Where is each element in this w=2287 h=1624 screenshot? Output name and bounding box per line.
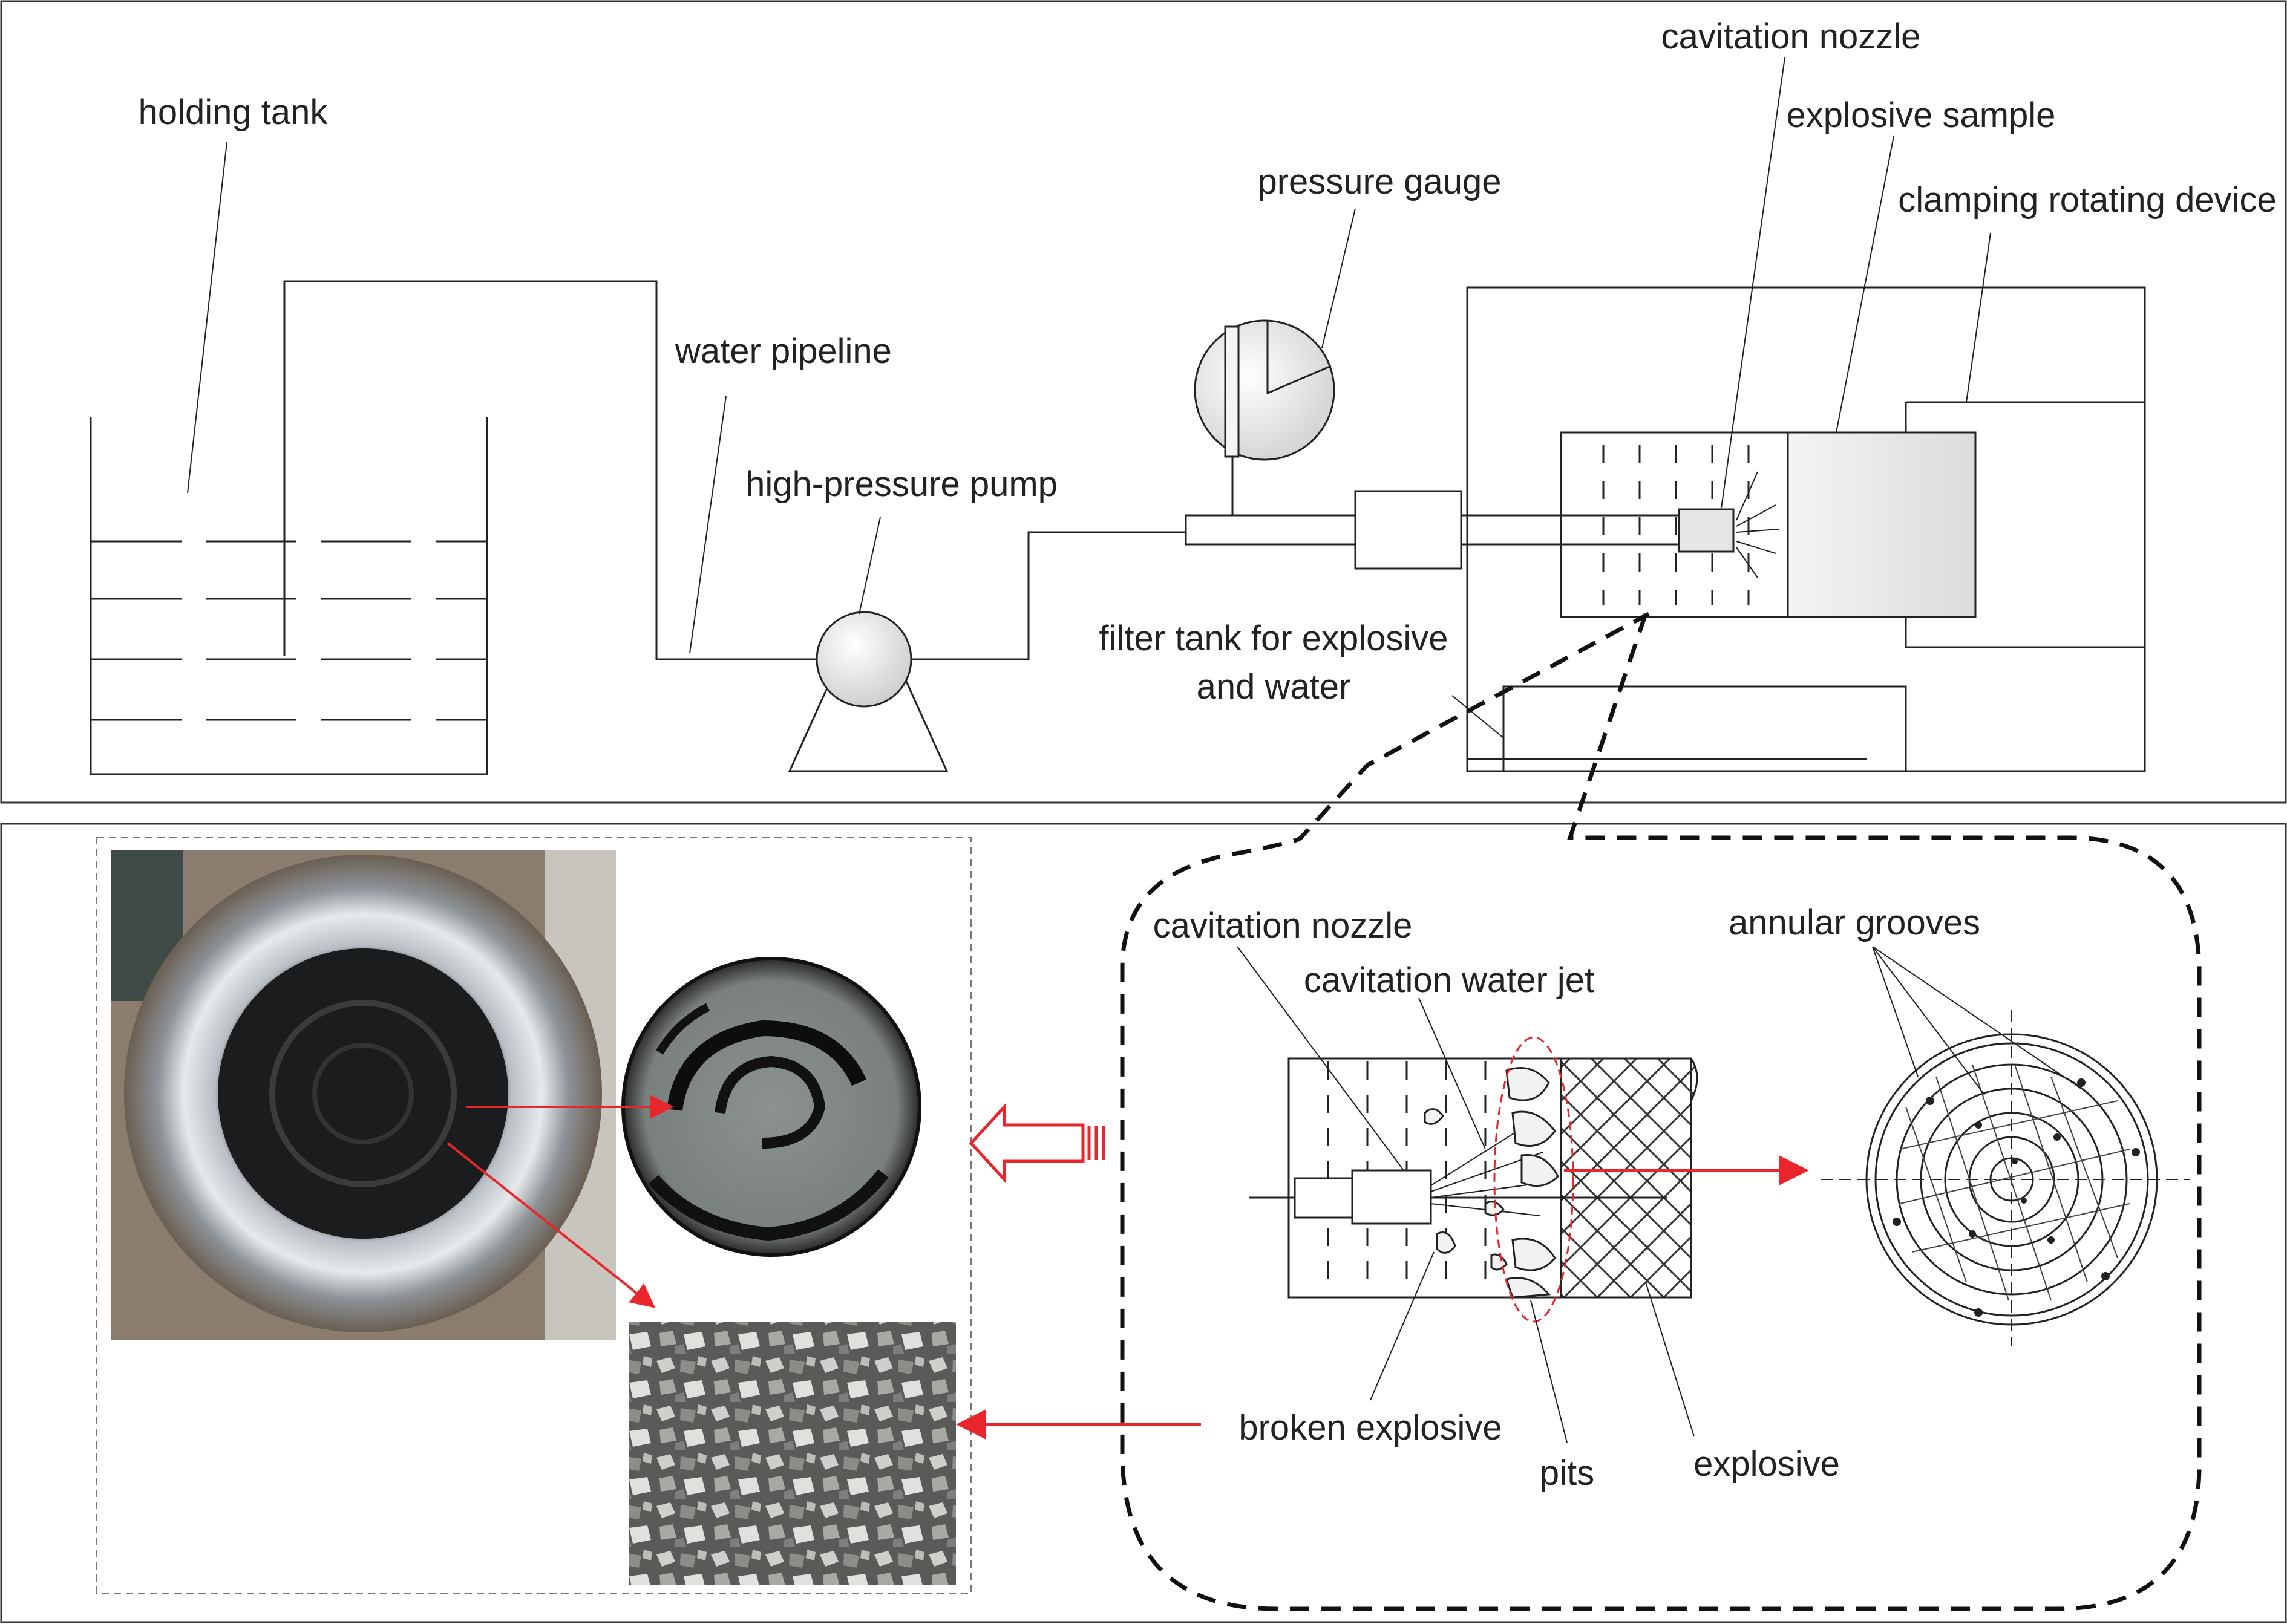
label-filter-tank-line1: filter tank for explosive [1099,619,1448,658]
photo-box [96,837,972,1594]
feed-pipe [1185,490,1680,570]
explosive-sample [1787,431,1977,618]
label-high-pressure-pump: high-pressure pump [745,465,1058,504]
water-pipeline [283,280,817,660]
pump-leader [859,517,881,615]
water-pipeline-leader [689,396,727,654]
detail-explosive [1560,1057,1698,1299]
label-annular-grooves: annular grooves [1729,903,1980,942]
holding-tank-leader [187,142,227,494]
pressure-gauge-leader [1321,208,1356,348]
label-broken-explosive: broken explosive [1238,1408,1502,1447]
annular-grooves-view [1821,1010,2190,1346]
photo-sample-holder [111,850,616,1340]
filter-tank [1467,685,1907,771]
photo-eroded-disk [621,957,921,1257]
nozzle-chamber [1560,431,1789,618]
label-pressure-gauge: pressure gauge [1257,162,1501,201]
annular-grooves-hatch [1899,1064,2130,1301]
explosive-sample-leader [1836,135,1894,433]
detail-pits [1424,1067,1559,1299]
top-nozzle-leader [1721,57,1785,509]
label-pits: pits [1540,1453,1594,1493]
bottom-panel-frame [0,823,2287,1623]
top-cavitation-nozzle [1678,508,1735,553]
label-holding-tank: holding tank [139,93,329,132]
label-top-cavitation-nozzle: cavitation nozzle [1661,17,1921,56]
detail-cavitation-nozzle [1351,1169,1432,1225]
high-pressure-pump [788,611,949,772]
label-water-pipeline: water pipeline [675,331,892,371]
photo-broken-explosive [629,1322,956,1585]
pits-highlight-ellipse [1493,1036,1574,1323]
detail-nozzle-leader [1237,946,1404,1171]
label-explosive-sample: explosive sample [1787,96,2056,135]
arrow-holder-to-gravel [447,1142,656,1308]
label-clamping-rotating-device: clamping rotating device [1898,180,2276,220]
label-explosive: explosive [1693,1444,1840,1484]
explosive-leader [1645,1282,1695,1437]
label-filter-tank-line2: and water [1197,667,1351,706]
filter-tank-leader [1451,695,1504,739]
zoom-callout-outline [1120,611,2202,1611]
pits-leader [1530,1300,1568,1443]
broken-explosive-leader [1370,1251,1435,1401]
detail-nozzle-tip [1294,1177,1353,1219]
holding-tank [90,417,488,775]
hollow-arrow-icon [969,1103,1105,1184]
water-pipeline-outlet [908,531,1186,660]
label-cavitation-water-jet: cavitation water jet [1304,960,1594,1000]
top-jet-lines [1736,471,1779,578]
detail-jet-leader [1418,997,1486,1150]
clamping-device-leader [1966,232,1991,403]
top-panel-frame [0,0,2287,804]
annular-grooves-pits [1893,1078,2140,1317]
annular-grooves-leaders [1872,946,2082,1095]
pressure-gauge [1194,319,1335,515]
label-detail-cavitation-nozzle: cavitation nozzle [1153,906,1413,945]
